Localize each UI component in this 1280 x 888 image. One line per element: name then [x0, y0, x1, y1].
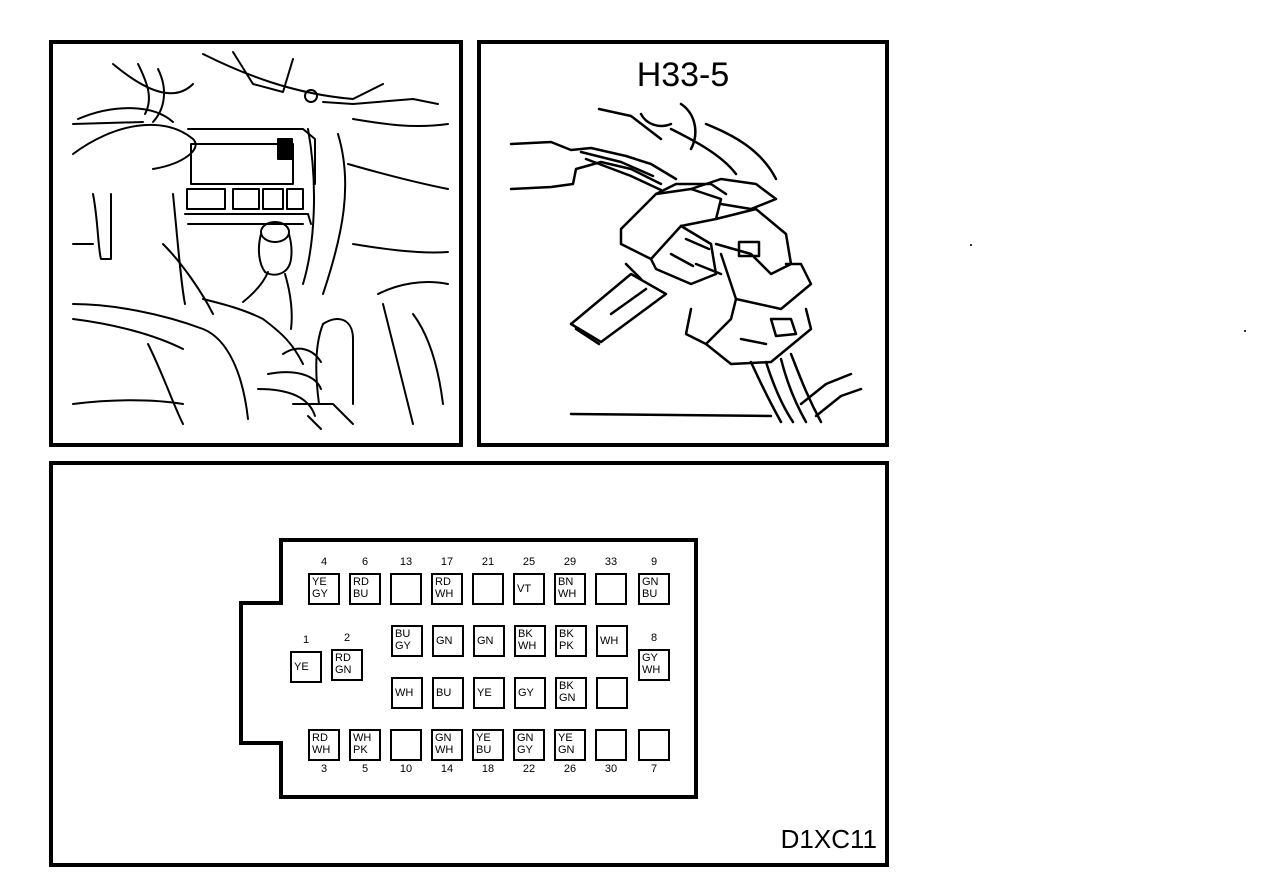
pin-number-label: 1 — [302, 634, 310, 646]
pin-cell: YE GN — [554, 729, 586, 761]
pin-cell: YE GY — [308, 573, 340, 605]
pin-cell: BU — [432, 677, 464, 709]
pin-number-label: 14 — [440, 763, 454, 775]
pin-cell: WH — [391, 677, 423, 709]
pin-number-label: 26 — [563, 763, 577, 775]
pin-number-label: 4 — [320, 556, 328, 568]
pin-cell: GN — [432, 625, 464, 657]
pin-cell: GN WH — [431, 729, 463, 761]
connector-drawing — [509, 102, 863, 424]
pin-number-label: 7 — [650, 763, 658, 775]
pin-cell: RD BU — [349, 573, 381, 605]
pin-cell: BU GY — [391, 625, 423, 657]
pin-cell: WH — [596, 625, 628, 657]
pin-number-label: 33 — [604, 556, 618, 568]
pin-number-label: 9 — [650, 556, 658, 568]
connector-face-outline — [239, 538, 698, 799]
pin-cell: GN GY — [513, 729, 545, 761]
pin-cell — [595, 729, 627, 761]
pin-cell: RD WH — [431, 573, 463, 605]
pin-number-label: 8 — [650, 632, 658, 644]
pin-cell: BK WH — [514, 625, 546, 657]
pin-number-label: 29 — [563, 556, 577, 568]
pin-number-label: 10 — [399, 763, 413, 775]
pin-cell: BN WH — [554, 573, 586, 605]
location-illustration-panel — [49, 40, 463, 447]
pin-cell — [595, 573, 627, 605]
pin-number-label: 13 — [399, 556, 413, 568]
pin-cell: WH PK — [349, 729, 381, 761]
dashboard-console-drawing — [72, 51, 449, 430]
pin-number-label: 5 — [361, 763, 369, 775]
scan-speck — [970, 244, 972, 246]
scan-speck — [1244, 330, 1246, 332]
pin-cell — [390, 573, 422, 605]
pin-number-label: 6 — [361, 556, 369, 568]
pin-cell: YE BU — [472, 729, 504, 761]
pin-cell — [390, 729, 422, 761]
pin-cell: YE — [290, 651, 322, 683]
pin-cell: YE — [473, 677, 505, 709]
pin-number-label: 3 — [320, 763, 328, 775]
pin-number-label: 25 — [522, 556, 536, 568]
pin-cell — [596, 677, 628, 709]
connector-illustration-panel: H33-5 — [477, 40, 889, 447]
pin-number-label: 2 — [343, 632, 351, 644]
pin-cell — [472, 573, 504, 605]
pin-cell: RD WH — [308, 729, 340, 761]
pin-number-label: 17 — [440, 556, 454, 568]
pin-cell: GN — [473, 625, 505, 657]
pin-cell: BK PK — [555, 625, 587, 657]
pin-cell: VT — [513, 573, 545, 605]
pin-number-label: 22 — [522, 763, 536, 775]
connector-title: H33-5 — [636, 56, 730, 94]
pin-cell: GY — [514, 677, 546, 709]
pin-cell: RD GN — [331, 649, 363, 681]
pin-number-label: 21 — [481, 556, 495, 568]
pin-cell: GN BU — [638, 573, 670, 605]
pin-cell — [638, 729, 670, 761]
pin-number-label: 30 — [604, 763, 618, 775]
pin-cell: GY WH — [638, 649, 670, 681]
pin-number-label: 18 — [481, 763, 495, 775]
pin-cell: BK GN — [555, 677, 587, 709]
diagram-reference-code: D1XC11 — [780, 824, 877, 854]
